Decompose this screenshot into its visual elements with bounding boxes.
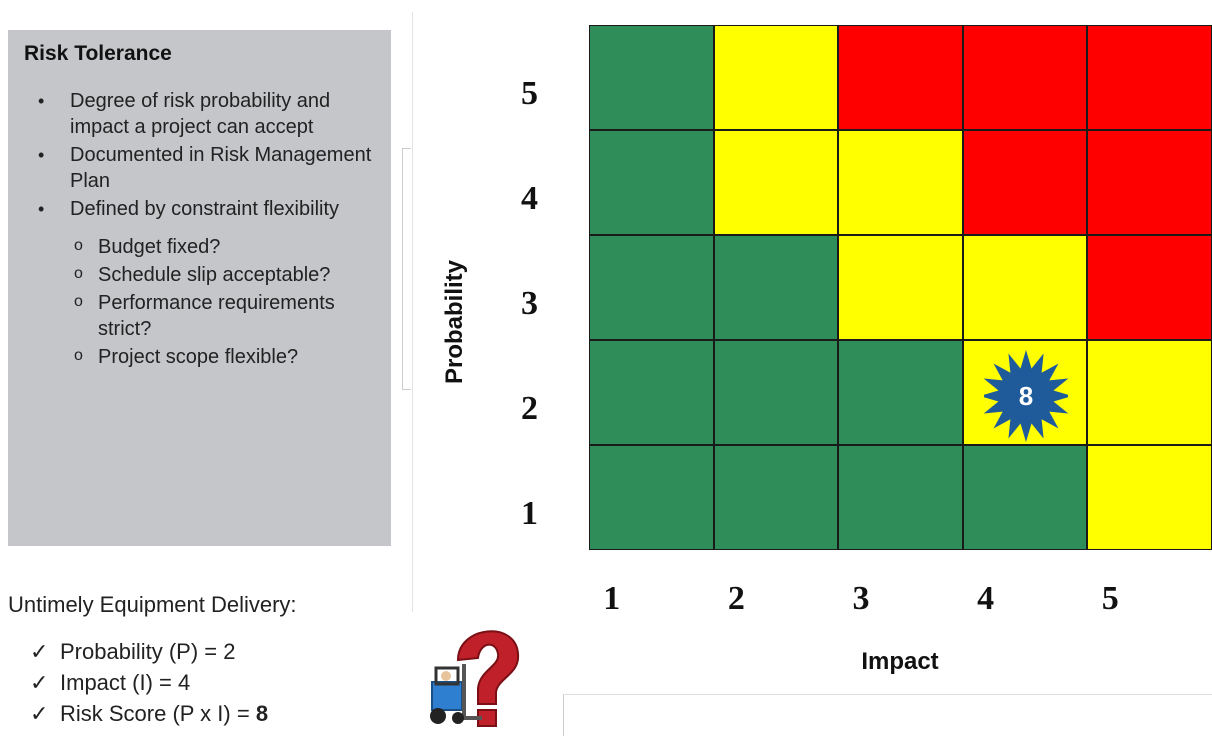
panel-title: Risk Tolerance: [24, 42, 172, 65]
scenario-item: ✓ Impact (I) = 4: [30, 667, 268, 698]
matrix-cell: [713, 130, 839, 235]
x-tick-label: 3: [852, 580, 870, 617]
matrix-cell: [713, 235, 839, 340]
scenario-item-text: Impact (I) = 4: [60, 670, 191, 695]
bullet-item: Documented in Risk Management Plan: [8, 142, 391, 194]
divider-line: [412, 12, 413, 612]
risk-score-value: 8: [255, 701, 269, 726]
check-icon: ✓: [30, 701, 49, 726]
scenario-item-text: Risk Score (P x I) =: [60, 701, 256, 726]
matrix-cell: [838, 235, 963, 340]
scenario-item-text: Probability (P) = 2: [60, 639, 236, 664]
bracket-decoration: [402, 148, 411, 390]
matrix-cell: [589, 130, 714, 235]
check-icon: ✓: [30, 639, 49, 664]
matrix-cell: [1087, 25, 1212, 130]
bullet-text: Defined by constraint flexibility: [70, 198, 340, 220]
matrix-cell: [962, 25, 1088, 130]
matrix-cell: [589, 235, 714, 340]
matrix-cell: [1087, 445, 1212, 550]
bullet-item: Degree of risk probability and impact a …: [8, 88, 391, 140]
matrix-cell: [713, 445, 839, 550]
matrix-cell: [1087, 340, 1212, 445]
risk-matrix-grid: [589, 25, 1212, 550]
matrix-cell: [713, 340, 839, 445]
sub-bullet-item: Project scope flexible?: [8, 343, 391, 370]
y-tick-label: 5: [521, 75, 538, 112]
matrix-cell: [838, 340, 963, 445]
matrix-cell: [838, 130, 963, 235]
sub-bullet-item: Budget fixed?: [8, 233, 391, 260]
matrix-cell: [838, 25, 963, 130]
y-axis-label: Probability: [441, 259, 468, 385]
scenario-item: ✓ Probability (P) = 2: [30, 636, 268, 667]
matrix-cell: [713, 25, 839, 130]
sub-bullet-item: Schedule slip acceptable?: [8, 261, 391, 288]
y-tick-label: 3: [521, 285, 538, 322]
matrix-cell: [589, 25, 714, 130]
matrix-cell: [1087, 130, 1212, 235]
bottom-frame: [563, 694, 1212, 736]
bullet-item: Defined by constraint flexibility Budget…: [8, 196, 391, 370]
forklift-question-icon: [430, 630, 520, 727]
matrix-cell: [962, 235, 1088, 340]
scenario-item: ✓ Risk Score (P x I) = 8: [30, 698, 268, 729]
sub-list: Budget fixed? Schedule slip acceptable? …: [8, 233, 391, 370]
x-tick-label: 1: [603, 580, 621, 617]
check-icon: ✓: [30, 670, 49, 695]
marker-label: 8: [1019, 381, 1033, 411]
tolerance-list: Degree of risk probability and impact a …: [8, 88, 391, 372]
y-tick-label: 2: [521, 390, 538, 427]
matrix-cell: [589, 340, 714, 445]
x-tick-label: 2: [727, 580, 745, 617]
scenario-list: ✓ Probability (P) = 2 ✓ Impact (I) = 4 ✓ Ri…: [30, 636, 268, 729]
risk-tolerance-panel: Risk Tolerance Degree of risk probabilit…: [8, 30, 391, 546]
sub-bullet-item: Performance requirements strict?: [8, 289, 391, 342]
scenario-title: Untimely Equipment Delivery:: [8, 592, 297, 617]
matrix-cell: [962, 130, 1088, 235]
matrix-cell: [838, 445, 963, 550]
x-tick-label: 5: [1101, 580, 1119, 617]
y-tick-label: 1: [521, 495, 538, 532]
matrix-cell: [1087, 235, 1212, 340]
risk-score-marker: 8: [984, 350, 1068, 442]
y-tick-label: 4: [521, 180, 538, 217]
matrix-cell: [962, 445, 1088, 550]
matrix-cell: [589, 445, 714, 550]
x-axis-label: Impact: [861, 648, 939, 675]
starburst-icon: [984, 350, 1068, 442]
x-tick-label: 4: [977, 580, 995, 617]
